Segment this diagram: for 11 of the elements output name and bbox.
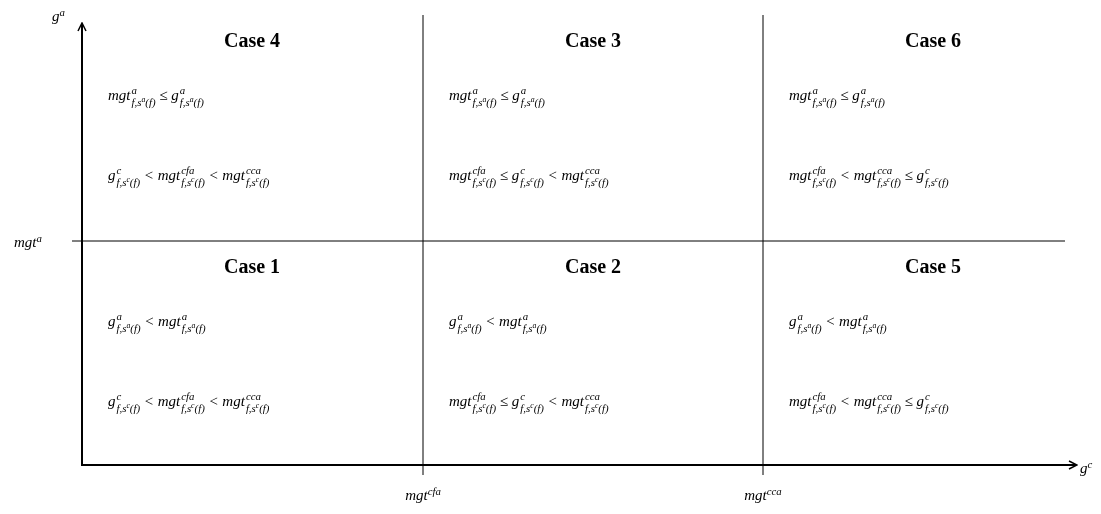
case-heading: Case 3 (563, 29, 623, 52)
axis-label: g$^{c}$ (1080, 458, 1093, 478)
tick-label: mgt$^{cca}$ (744, 485, 782, 505)
tick-label: mgt$^{a}$ (14, 232, 42, 252)
case-heading: Case 4 (222, 29, 282, 52)
case-heading: Case 1 (222, 255, 282, 278)
case-heading: Case 5 (903, 255, 963, 278)
tick-label: mgt$^{cfa}$ (405, 485, 441, 505)
axis-label: g$^{a}$ (52, 6, 65, 26)
case-heading: Case 2 (563, 255, 623, 278)
case-heading: Case 6 (903, 29, 963, 52)
